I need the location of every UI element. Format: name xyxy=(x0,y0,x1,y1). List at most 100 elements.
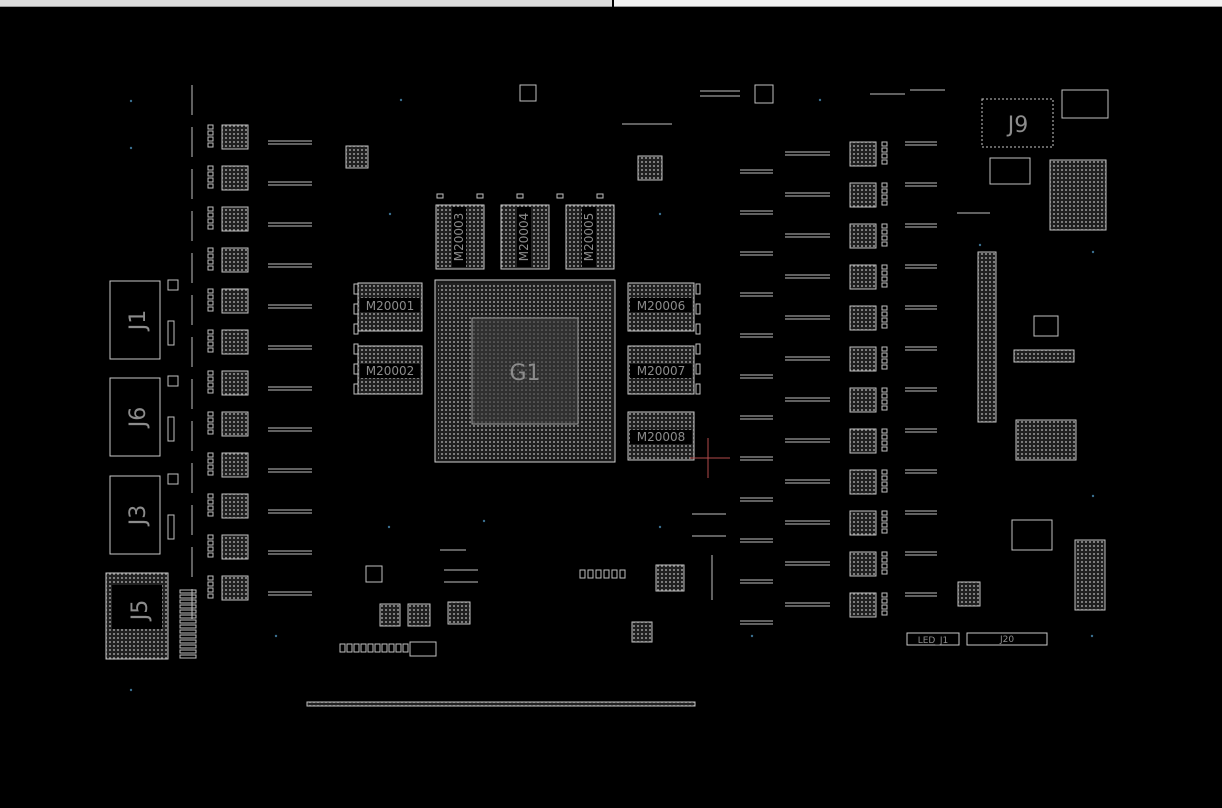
memory-chip-m20005[interactable]: M20005 xyxy=(565,204,615,270)
smd-cap xyxy=(207,546,214,552)
connector-j9[interactable]: J9 xyxy=(981,98,1054,148)
memory-chip-m20002[interactable]: M20002 xyxy=(357,345,423,395)
smd-cap xyxy=(881,311,888,317)
memory-chip-m20006[interactable]: M20006 xyxy=(627,282,695,332)
smd-cap xyxy=(207,253,214,259)
top-toolbar-right xyxy=(614,0,1222,7)
smd-cap xyxy=(556,193,564,199)
connector-led-j1[interactable]: LED_J1 xyxy=(906,632,960,646)
vrm-chip xyxy=(849,223,877,249)
memory-chip-m20001[interactable]: M20001 xyxy=(357,282,423,332)
smd-cap xyxy=(881,610,888,616)
smd-cap xyxy=(881,551,888,557)
smd-cap xyxy=(207,458,214,464)
smd-cap xyxy=(881,592,888,598)
smd-group xyxy=(1049,159,1107,231)
vrm-chip xyxy=(221,370,249,396)
via-dot xyxy=(1090,634,1094,638)
vrm-chip xyxy=(221,534,249,560)
pcie-edge-connector[interactable] xyxy=(306,701,696,707)
smd-cap xyxy=(881,387,888,393)
connector-j1[interactable]: J1 xyxy=(109,280,161,360)
connector-j3[interactable]: J3 xyxy=(109,475,161,555)
smd-cap xyxy=(619,569,626,579)
connector-label-j5: J5 xyxy=(128,600,153,623)
smd-cap xyxy=(207,382,214,388)
smd-cap xyxy=(207,177,214,183)
connector-j5[interactable]: J5 xyxy=(105,572,169,660)
pgm-ic xyxy=(1033,315,1059,337)
small-ic xyxy=(379,603,401,627)
via-dot xyxy=(129,688,133,692)
smd-cap xyxy=(881,200,888,206)
smd-cap xyxy=(207,136,214,142)
connector-j20[interactable]: J20 xyxy=(966,632,1048,646)
via-dot xyxy=(750,634,754,638)
smd-cap xyxy=(207,124,214,130)
gpu-g1[interactable]: G1 xyxy=(434,279,616,463)
smd-cap xyxy=(881,364,888,370)
vrm-chip xyxy=(221,329,249,355)
smd-cap xyxy=(207,224,214,230)
smd-cap xyxy=(476,193,484,199)
via-dot xyxy=(129,146,133,150)
smd-cap xyxy=(207,429,214,435)
memory-label-m20003: M20003 xyxy=(452,213,466,262)
connector-label-j3: J3 xyxy=(126,505,151,528)
smd-cap xyxy=(881,317,888,323)
small-ic xyxy=(167,473,179,485)
ic-column xyxy=(977,251,997,423)
smd-cap xyxy=(881,352,888,358)
smd-cap xyxy=(207,265,214,271)
vrm-chip xyxy=(849,551,877,577)
memory-chip-m20004[interactable]: M20004 xyxy=(500,204,550,270)
memory-chip-m20008[interactable]: M20008 xyxy=(627,411,695,461)
smd-cap xyxy=(353,363,359,375)
smd-cap xyxy=(695,283,701,295)
memory-chip-m20007[interactable]: M20007 xyxy=(627,345,695,395)
pin-pad xyxy=(179,649,197,654)
pin-pad xyxy=(179,644,197,649)
via-dot xyxy=(818,98,822,102)
smd-cap xyxy=(881,563,888,569)
smd-cap xyxy=(207,388,214,394)
small-ic xyxy=(655,564,685,592)
via-dot xyxy=(274,634,278,638)
vrm-chip xyxy=(849,182,877,208)
memory-label-m20008: M20008 xyxy=(637,430,686,444)
pin-pad xyxy=(179,609,197,614)
via-dot xyxy=(387,525,391,529)
memory-chip-m20003[interactable]: M20003 xyxy=(435,204,485,270)
connector-label-j6: J6 xyxy=(126,407,151,430)
smd-cap xyxy=(881,223,888,229)
smd-cap xyxy=(207,347,214,353)
smd-cap xyxy=(207,587,214,593)
connector-j6[interactable]: J6 xyxy=(109,377,161,457)
smd-cap xyxy=(881,440,888,446)
pin-pad xyxy=(179,614,197,619)
smd-cap xyxy=(881,235,888,241)
smd-cap xyxy=(207,329,214,335)
smd-cap xyxy=(881,522,888,528)
smd-cap xyxy=(207,183,214,189)
smd-cap xyxy=(695,363,701,375)
smd-cap xyxy=(353,323,359,335)
pin-pad xyxy=(179,624,197,629)
smd-cap xyxy=(207,452,214,458)
smd-cap xyxy=(881,276,888,282)
connector-label-led-j1: LED_J1 xyxy=(918,636,949,646)
smd-cap xyxy=(881,469,888,475)
smd-cap xyxy=(207,341,214,347)
resistor-array xyxy=(167,320,175,346)
vrm-chip xyxy=(849,428,877,454)
smd-cap xyxy=(207,540,214,546)
pin-pad xyxy=(179,619,197,624)
small-ic xyxy=(345,145,369,169)
smd-cap xyxy=(881,153,888,159)
smd-cap xyxy=(881,446,888,452)
via-dot xyxy=(1091,494,1095,498)
small-ic xyxy=(637,155,663,181)
smd-cap xyxy=(881,188,888,194)
smd-cap xyxy=(881,434,888,440)
